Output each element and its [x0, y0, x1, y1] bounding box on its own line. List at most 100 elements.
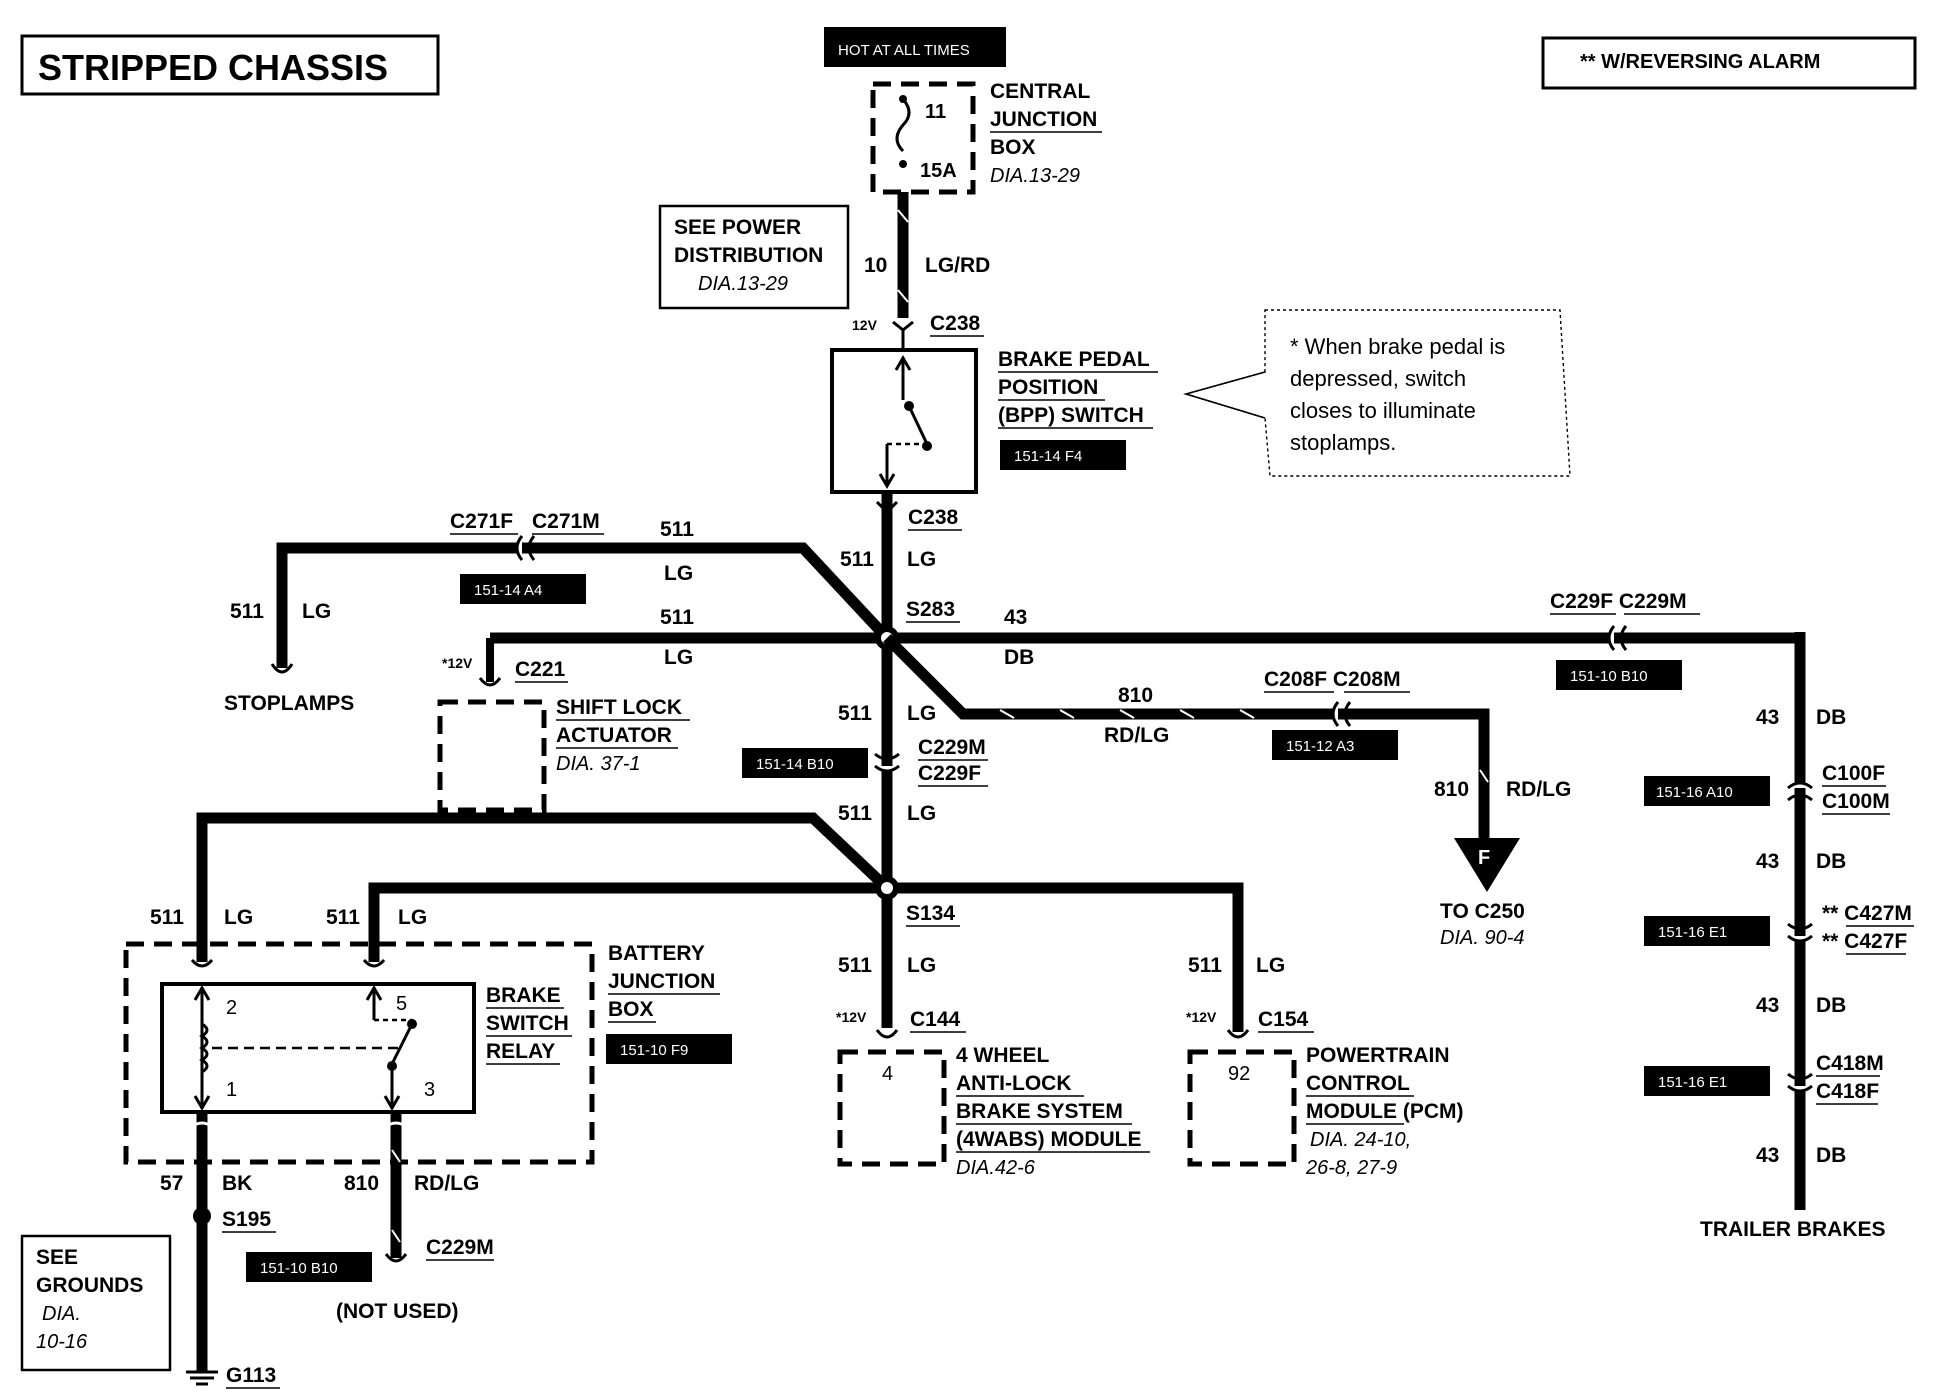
c238-top: C238	[930, 312, 981, 335]
svg-text:DIA. 24-10,: DIA. 24-10,	[1310, 1129, 1411, 1151]
s134-label: S134	[906, 902, 955, 925]
svg-text:C154: C154	[1258, 1008, 1309, 1031]
svg-text:LG: LG	[907, 802, 936, 825]
svg-text:DB: DB	[1004, 646, 1034, 669]
svg-text:810: 810	[1434, 778, 1469, 801]
svg-text:C418M: C418M	[1816, 1052, 1884, 1075]
trailer-brakes-label: TRAILER BRAKES	[1700, 1218, 1886, 1241]
brake-switch-relay: 2 5 1 3 BRAKE SWITCH RELAY	[160, 982, 572, 1114]
svg-text:BRAKE PEDAL: BRAKE PEDAL	[998, 348, 1150, 371]
svg-text:ACTUATOR: ACTUATOR	[556, 724, 672, 747]
cjb-dia: DIA.13-29	[990, 165, 1080, 187]
legend-reversing-alarm: ** W/REVERSING ALARM	[1580, 51, 1820, 73]
pcm-module: *12V C154 92 POWERTRAIN CONTROL MODULE (…	[1186, 1008, 1463, 1179]
svg-text:LG: LG	[907, 954, 936, 977]
svg-text:4: 4	[882, 1063, 893, 1085]
svg-text:DISTRIBUTION: DISTRIBUTION	[674, 244, 823, 267]
svg-text:151-10 B10: 151-10 B10	[260, 1260, 338, 1277]
svg-text:(4WABS) MODULE: (4WABS) MODULE	[956, 1128, 1142, 1151]
svg-text:12V: 12V	[852, 317, 878, 333]
svg-text:C208F C208M: C208F C208M	[1264, 668, 1401, 691]
s283-label: S283	[906, 598, 955, 621]
svg-text:C418F: C418F	[1816, 1080, 1879, 1103]
svg-text:151-12 A3: 151-12 A3	[1286, 738, 1354, 755]
svg-text:5: 5	[396, 993, 407, 1015]
svg-text:*12V: *12V	[836, 1009, 867, 1025]
svg-text:43: 43	[1004, 606, 1027, 629]
wire-bus-s283: S283 511 LG 43 DB C229F C229M 151-10 B10	[490, 590, 1806, 1210]
svg-text:BK: BK	[222, 1172, 252, 1195]
svg-text:LG: LG	[1256, 954, 1285, 977]
svg-text:511: 511	[840, 548, 874, 571]
svg-text:** C427M: ** C427M	[1822, 902, 1912, 925]
svg-text:C271M: C271M	[532, 510, 600, 533]
cjb-label-3: BOX	[990, 136, 1036, 159]
svg-text:151-16 E1: 151-16 E1	[1658, 924, 1727, 941]
svg-text:stoplamps.: stoplamps.	[1290, 430, 1396, 455]
svg-text:511: 511	[838, 702, 872, 725]
svg-text:JUNCTION: JUNCTION	[608, 970, 715, 993]
shift-lock-actuator: *12V C221 SHIFT LOCK ACTUATOR DIA. 37-1	[437, 638, 690, 813]
abs-module: *12V C144 4 4 WHEEL ANTI-LOCK BRAKE SYST…	[836, 1008, 1150, 1179]
svg-text:C229F: C229F	[918, 762, 981, 785]
svg-text:DIA.13-29: DIA.13-29	[698, 273, 788, 295]
svg-text:closes to illuminate: closes to illuminate	[1290, 398, 1476, 423]
svg-text:DIA.42-6: DIA.42-6	[956, 1157, 1036, 1179]
page-title: STRIPPED CHASSIS	[38, 47, 388, 88]
svg-text:151-14 B10: 151-14 B10	[756, 756, 834, 773]
svg-text:LG: LG	[907, 548, 936, 571]
svg-text:C144: C144	[910, 1008, 961, 1031]
svg-text:RD/LG: RD/LG	[1506, 778, 1571, 801]
wire-43-trailer-brakes: 43 DB C100F C100M 151-16 A10 43 DB ** C4…	[1644, 706, 1914, 1241]
battery-junction-box: BATTERY JUNCTION BOX 151-10 F9	[123, 941, 732, 1165]
hot-at-all-times-label: HOT AT ALL TIMES	[824, 27, 1006, 67]
svg-text:RELAY: RELAY	[486, 1040, 555, 1063]
svg-text:BRAKE SYSTEM: BRAKE SYSTEM	[956, 1100, 1123, 1123]
cjb-label-1: CENTRAL	[990, 80, 1090, 103]
svg-text:LG: LG	[664, 562, 693, 585]
svg-text:(BPP) SWITCH: (BPP) SWITCH	[998, 404, 1144, 427]
svg-text:BOX: BOX	[608, 998, 654, 1021]
svg-text:DB: DB	[1816, 994, 1846, 1017]
svg-text:DB: DB	[1816, 1144, 1846, 1167]
svg-text:RD/LG: RD/LG	[1104, 724, 1169, 747]
svg-text:GROUNDS: GROUNDS	[36, 1274, 143, 1297]
svg-text:*12V: *12V	[1186, 1009, 1217, 1025]
svg-text:DB: DB	[1816, 850, 1846, 873]
svg-text:* When brake pedal is: * When brake pedal is	[1290, 334, 1505, 359]
cjb-fuse-15a: 15A	[920, 160, 957, 182]
svg-text:151-16 A10: 151-16 A10	[1656, 784, 1733, 801]
svg-text:511: 511	[838, 802, 872, 825]
bpp-ref: 151-14 F4	[1014, 448, 1082, 465]
title-block: STRIPPED CHASSIS	[20, 34, 440, 96]
svg-text:C229M: C229M	[918, 736, 986, 759]
svg-text:MODULE (PCM): MODULE (PCM)	[1306, 1100, 1463, 1123]
svg-text:** C427F: ** C427F	[1822, 930, 1907, 953]
svg-text:C229M: C229M	[426, 1236, 494, 1259]
svg-text:43: 43	[1756, 994, 1779, 1017]
svg-text:4 WHEEL: 4 WHEEL	[956, 1044, 1050, 1067]
svg-text:43: 43	[1756, 1144, 1779, 1167]
svg-text:ANTI-LOCK: ANTI-LOCK	[956, 1072, 1071, 1095]
s195-label: S195	[222, 1208, 271, 1231]
svg-text:DB: DB	[1816, 706, 1846, 729]
svg-text:LG: LG	[302, 600, 331, 623]
svg-text:SEE POWER: SEE POWER	[674, 216, 801, 239]
svg-text:DIA. 37-1: DIA. 37-1	[556, 753, 640, 775]
svg-text:10-16: 10-16	[36, 1331, 88, 1353]
g113-label: G113	[226, 1364, 276, 1387]
svg-text:LG: LG	[664, 646, 693, 669]
svg-text:C100F: C100F	[1822, 762, 1885, 785]
svg-text:151-10 F9: 151-10 F9	[620, 1042, 688, 1059]
svg-text:POWERTRAIN: POWERTRAIN	[1306, 1044, 1450, 1067]
connector-c229: 511 LG C229M C229F 151-14 B10 511 LG	[742, 702, 988, 825]
svg-text:3: 3	[424, 1079, 435, 1101]
svg-text:RD/LG: RD/LG	[414, 1172, 479, 1195]
svg-text:511: 511	[660, 606, 694, 629]
svg-text:BATTERY: BATTERY	[608, 942, 705, 965]
svg-text:1: 1	[226, 1079, 237, 1101]
svg-text:511: 511	[660, 518, 694, 541]
svg-text:151-10 B10: 151-10 B10	[1570, 668, 1648, 685]
wire-511-stoplamps: C271F C271M 151-14 A4 511 LG 511 LG STOP…	[224, 510, 892, 715]
cjb-label-2: JUNCTION	[990, 108, 1097, 131]
